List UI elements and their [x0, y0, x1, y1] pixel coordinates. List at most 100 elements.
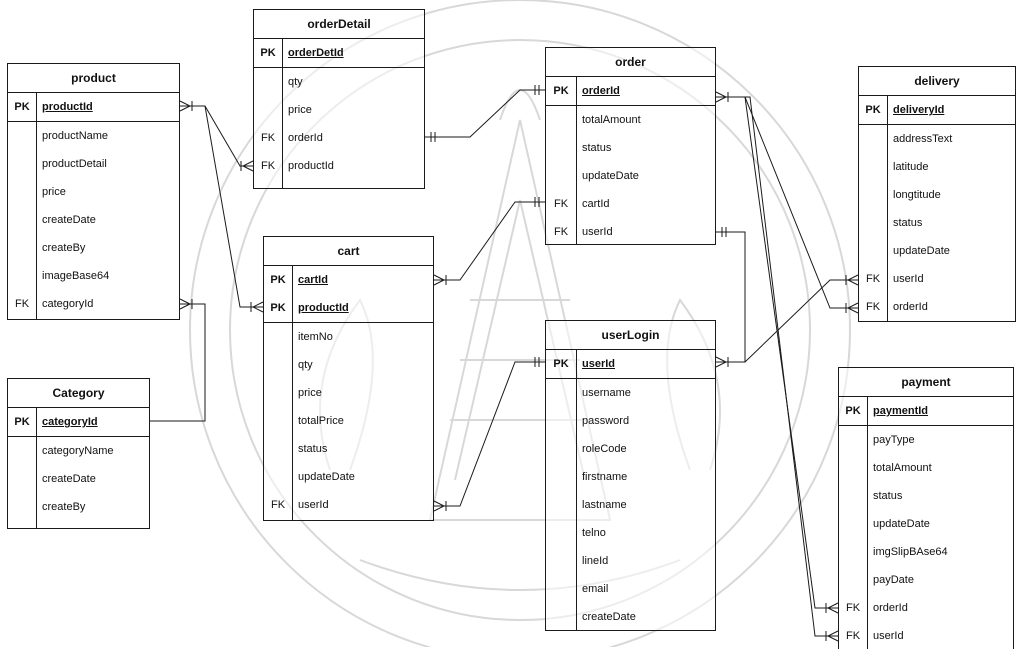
attribute-name: orderId — [582, 77, 620, 105]
attribute-row[interactable]: updateDate — [839, 510, 1013, 538]
attribute-name: updateDate — [873, 510, 930, 538]
attribute-row[interactable]: longtitude — [859, 181, 1015, 209]
attribute-row[interactable]: telno — [546, 519, 715, 547]
attribute-row[interactable]: status — [264, 435, 433, 463]
attribute-name: payType — [873, 426, 915, 454]
attribute-name: createDate — [42, 465, 96, 493]
attribute-name: updateDate — [893, 237, 950, 265]
attribute-name: productId — [288, 152, 334, 180]
key-marker: PK — [546, 350, 576, 378]
attribute-row[interactable]: totalAmount — [546, 106, 715, 134]
attribute-row[interactable]: createBy — [8, 493, 149, 521]
attribute-row[interactable]: price — [254, 96, 424, 124]
attribute-name: userId — [298, 491, 329, 519]
attribute-row[interactable]: createDate — [8, 206, 179, 234]
attribute-name: payDate — [873, 566, 914, 594]
attribute-row[interactable]: totalPrice — [264, 407, 433, 435]
attribute-name: createBy — [42, 493, 85, 521]
attribute-row[interactable]: payType — [839, 426, 1013, 454]
attribute-row[interactable]: productDetail — [8, 150, 179, 178]
attribute-list: PKuserIdusernamepasswordroleCodefirstnam… — [546, 350, 715, 631]
connector-order-payment — [716, 97, 838, 608]
attribute-row[interactable]: status — [546, 134, 715, 162]
attribute-row[interactable]: firstname — [546, 463, 715, 491]
attribute-row[interactable]: createDate — [546, 603, 715, 631]
entity-title: Category — [8, 379, 149, 408]
attribute-row[interactable]: latitude — [859, 153, 1015, 181]
attribute-row[interactable]: imgSlipBAse64 — [839, 538, 1013, 566]
key-marker: FK — [264, 491, 292, 519]
attribute-row[interactable]: lineId — [546, 547, 715, 575]
attribute-row[interactable]: updateDate — [264, 463, 433, 491]
attribute-name: userId — [582, 350, 615, 378]
attribute-row[interactable]: username — [546, 379, 715, 407]
key-marker: PK — [859, 96, 887, 124]
attribute-row[interactable]: productName — [8, 122, 179, 150]
attribute-list: PKorderIdtotalAmountstatusupdateDateFKca… — [546, 77, 715, 246]
attribute-name: imageBase64 — [42, 262, 109, 290]
attribute-row[interactable]: lastname — [546, 491, 715, 519]
attribute-row[interactable]: updateDate — [859, 237, 1015, 265]
attribute-row[interactable]: password — [546, 407, 715, 435]
attribute-row[interactable]: createDate — [8, 465, 149, 493]
attribute-row[interactable]: itemNo — [264, 323, 433, 351]
attribute-row[interactable]: email — [546, 575, 715, 603]
attribute-row[interactable]: price — [8, 178, 179, 206]
entity-title: orderDetail — [254, 10, 424, 39]
attribute-row[interactable]: createBy — [8, 234, 179, 262]
attribute-name: userId — [873, 622, 904, 650]
attribute-row[interactable]: totalAmount — [839, 454, 1013, 482]
attribute-row[interactable]: addressText — [859, 125, 1015, 153]
attribute-name: createDate — [582, 603, 636, 631]
attribute-name: price — [42, 178, 66, 206]
attribute-row[interactable]: imageBase64 — [8, 262, 179, 290]
attribute-name: createDate — [42, 206, 96, 234]
attribute-name: userId — [582, 218, 613, 246]
attribute-row[interactable]: qty — [254, 68, 424, 96]
key-marker: FK — [546, 218, 576, 246]
entity-title: order — [546, 48, 715, 77]
attribute-list: PKpaymentIdpayTypetotalAmountstatusupdat… — [839, 397, 1013, 650]
key-marker: FK — [859, 265, 887, 293]
attribute-row[interactable]: status — [839, 482, 1013, 510]
attribute-row[interactable]: roleCode — [546, 435, 715, 463]
attribute-row[interactable]: qty — [264, 351, 433, 379]
attribute-name: orderId — [288, 124, 323, 152]
attribute-row[interactable]: updateDate — [546, 162, 715, 190]
attribute-row[interactable]: payDate — [839, 566, 1013, 594]
connector-user-payment — [716, 97, 838, 636]
attribute-name: price — [298, 379, 322, 407]
attribute-row[interactable]: categoryName — [8, 437, 149, 465]
attribute-row[interactable]: price — [264, 379, 433, 407]
attribute-name: orderId — [893, 293, 928, 321]
attribute-row[interactable]: status — [859, 209, 1015, 237]
attribute-name: roleCode — [582, 435, 627, 463]
